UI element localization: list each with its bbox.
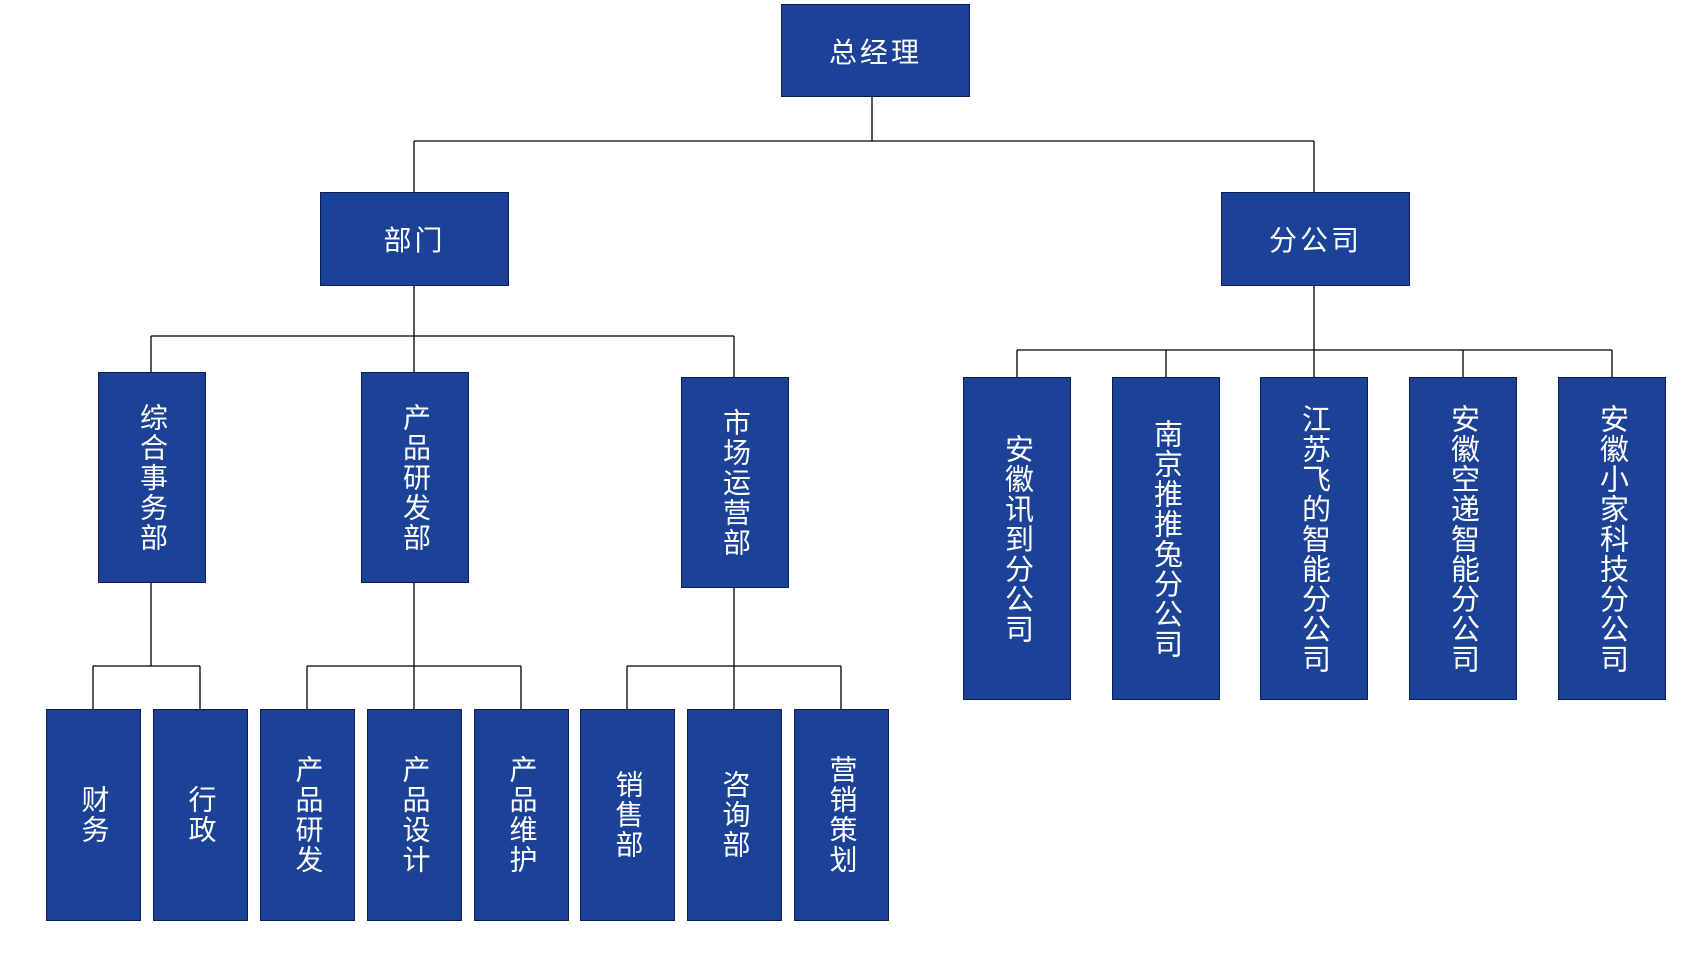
- node-label: 市场运营部: [719, 407, 752, 558]
- node-label: 产品研发部: [399, 402, 432, 553]
- node-label: 总经理: [828, 35, 922, 69]
- node-general-affairs-dept: 综合事务部: [98, 372, 206, 583]
- node-label: 行政: [184, 785, 218, 845]
- node-administration: 行政: [153, 709, 248, 921]
- node-branch-jiangsu-feidi: 江苏飞的智能分公司: [1260, 377, 1368, 700]
- node-label: 部门: [383, 224, 446, 257]
- node-branch-nanjing-tuituitu: 南京推推兔分公司: [1112, 377, 1220, 700]
- node-label: 安徽讯到分公司: [1000, 433, 1035, 644]
- node-general-manager: 总经理: [781, 4, 970, 97]
- node-label: 江苏飞的智能分公司: [1297, 403, 1332, 674]
- node-label: 营销策划: [825, 755, 859, 875]
- node-label: 分公司: [1268, 224, 1362, 257]
- node-label: 南京推推兔分公司: [1149, 418, 1184, 659]
- node-branch-anhui-xiaojia: 安徽小家科技分公司: [1558, 377, 1666, 700]
- node-label: 安徽空递智能分公司: [1446, 403, 1481, 674]
- node-departments: 部门: [320, 192, 509, 286]
- node-finance: 财务: [46, 709, 141, 921]
- node-product-design: 产品设计: [367, 709, 462, 921]
- node-product-development: 产品研发: [260, 709, 355, 921]
- node-label: 安徽小家科技分公司: [1595, 403, 1630, 674]
- node-consulting: 咨询部: [687, 709, 782, 921]
- node-product-rd-dept: 产品研发部: [361, 372, 469, 583]
- node-label: 综合事务部: [136, 402, 169, 553]
- node-label: 产品研发: [291, 755, 325, 875]
- node-branch-anhui-xundao: 安徽讯到分公司: [963, 377, 1071, 700]
- node-label: 咨询部: [718, 770, 752, 860]
- node-marketing-planning: 营销策划: [794, 709, 889, 921]
- node-product-maintenance: 产品维护: [474, 709, 569, 921]
- node-marketing-ops-dept: 市场运营部: [681, 377, 789, 588]
- node-label: 产品设计: [398, 755, 432, 875]
- node-label: 财务: [77, 785, 111, 845]
- node-branches: 分公司: [1221, 192, 1410, 286]
- node-label: 销售部: [611, 770, 645, 860]
- node-branch-anhui-kongdi: 安徽空递智能分公司: [1409, 377, 1517, 700]
- node-label: 产品维护: [505, 755, 539, 875]
- node-sales: 销售部: [580, 709, 675, 921]
